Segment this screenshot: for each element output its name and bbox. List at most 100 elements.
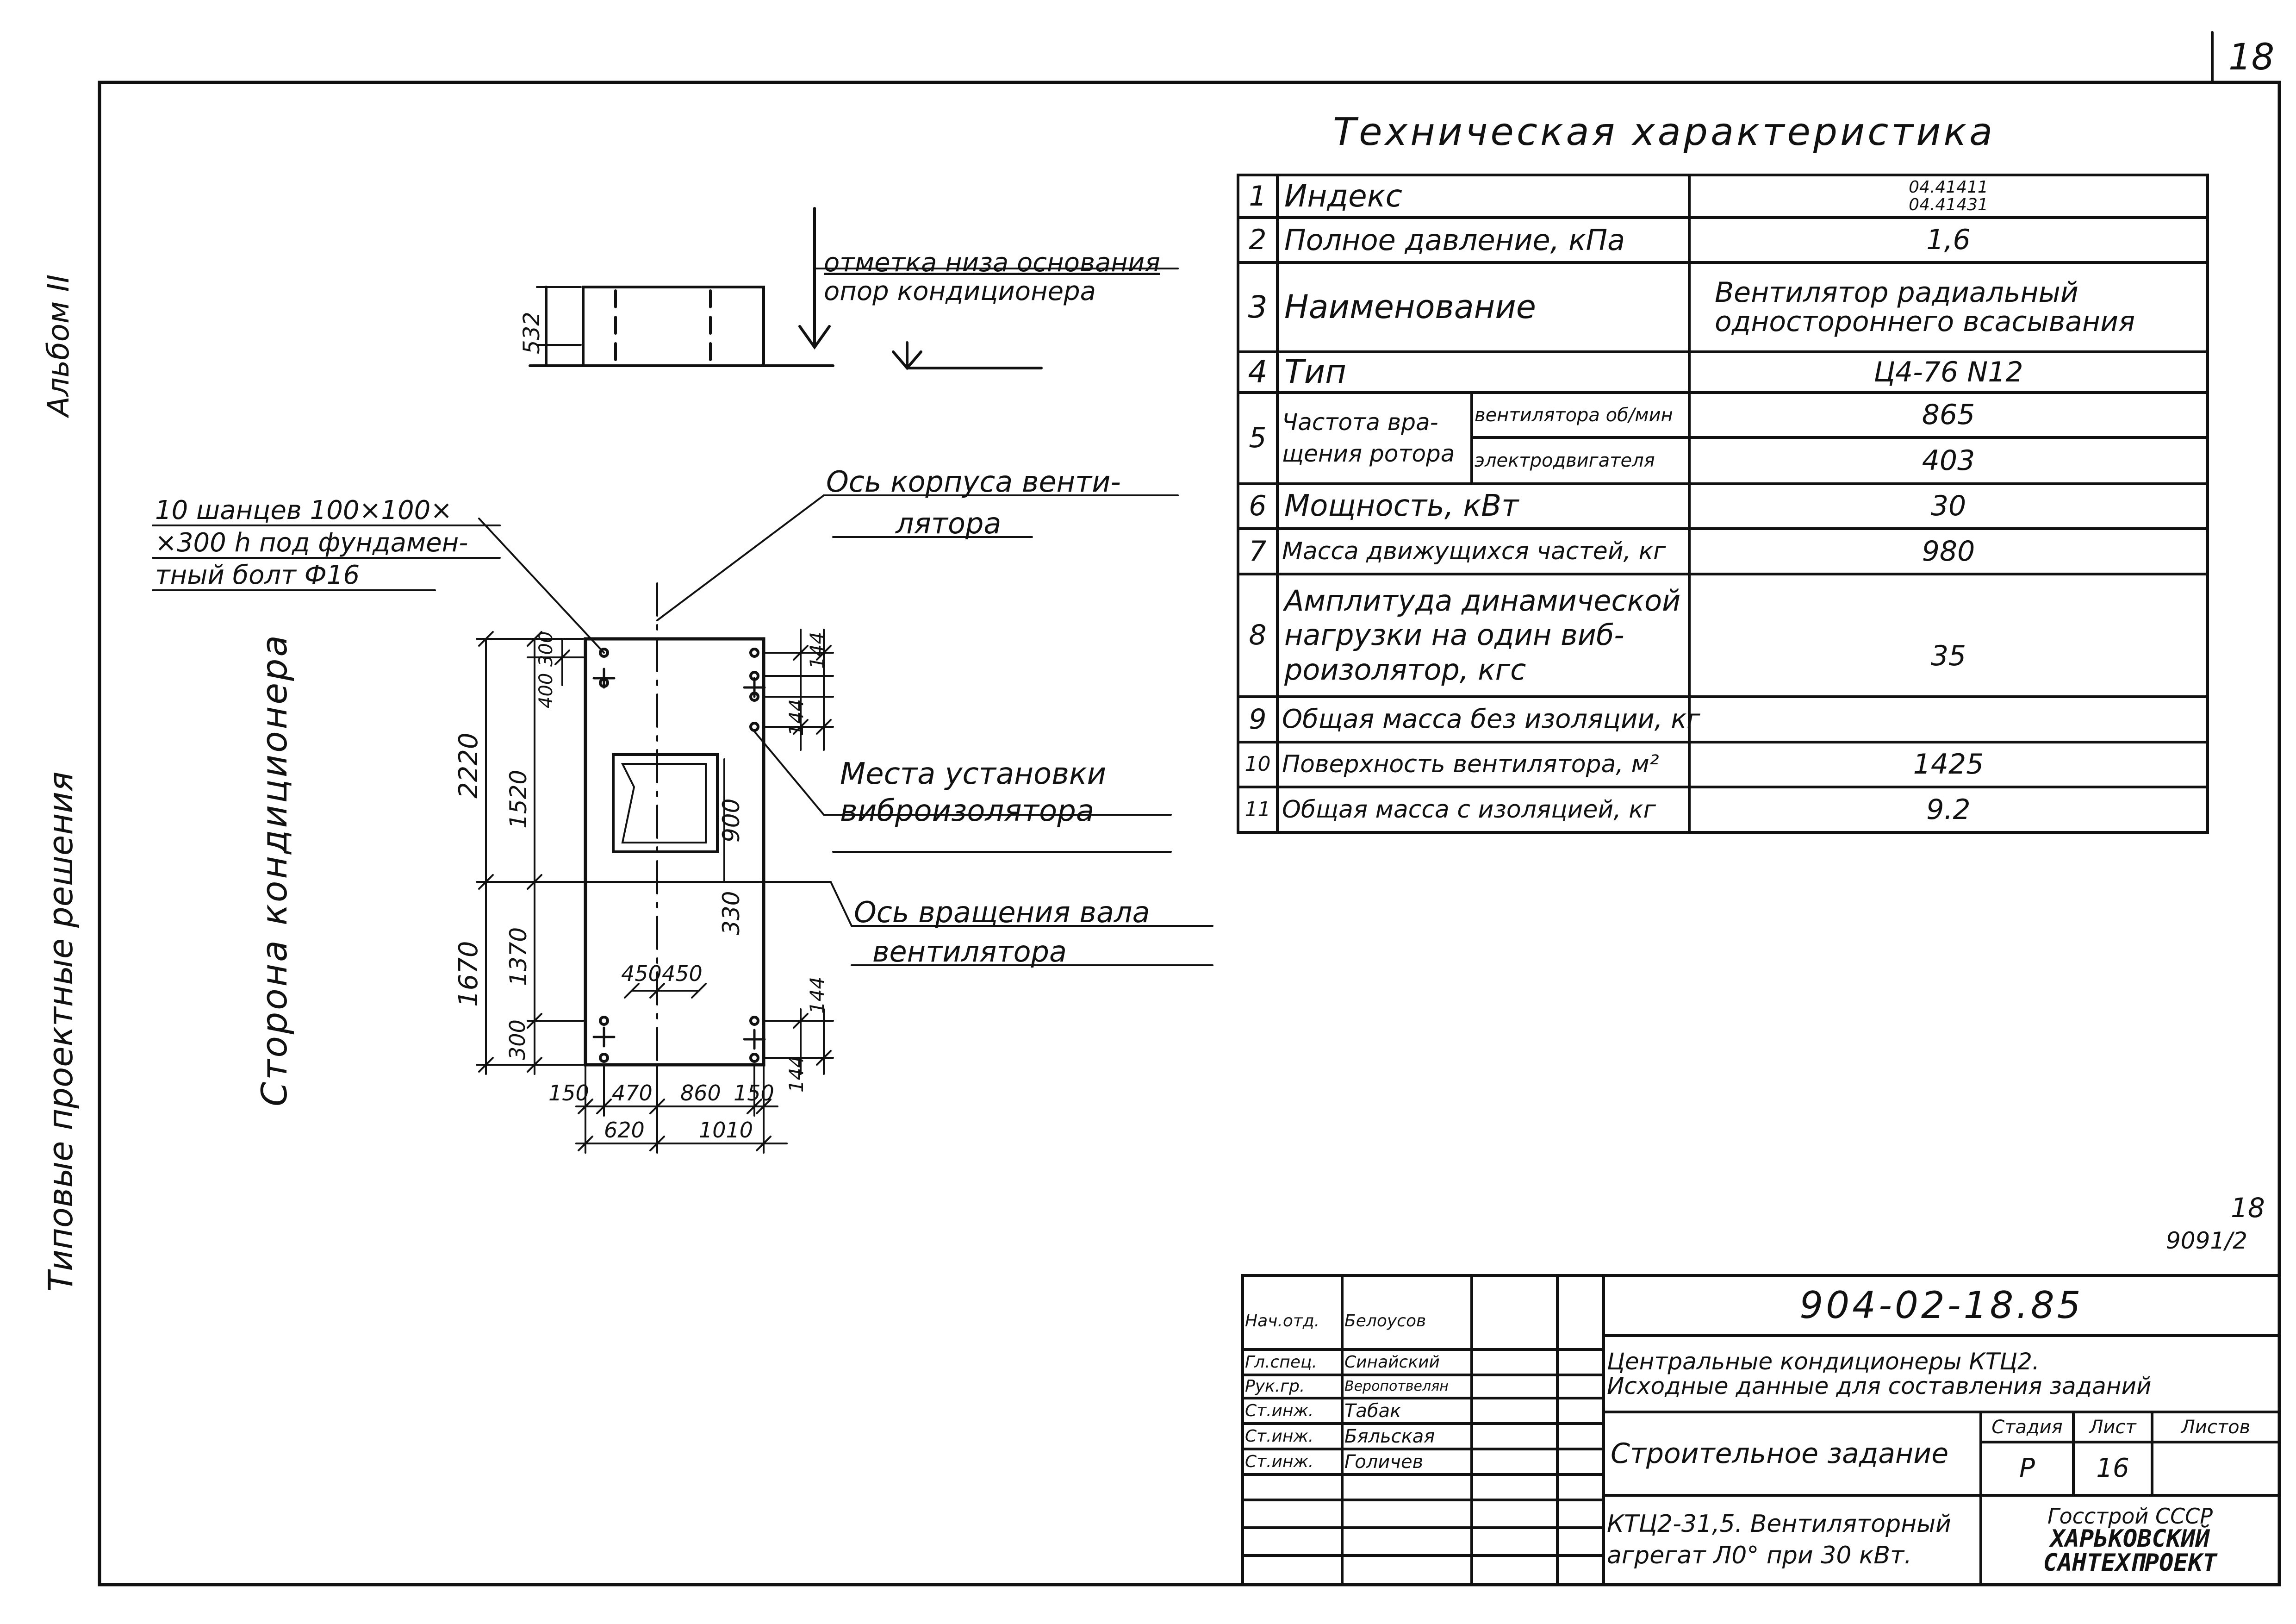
row-1-num: 1 [1249,180,1267,212]
album-label: Альбом II [42,274,76,417]
stamp-name-3: Веропотвелян [1344,1378,1449,1395]
note-axis-body-line1: Ось корпуса венти- [826,465,1121,499]
row-10-label: Поверхность вентилятора, м² [1282,750,1659,779]
dim-300-top: 300 [535,631,557,667]
row-5-num: 5 [1249,422,1267,454]
stamp-role-1: Нач.отд. [1245,1312,1320,1331]
value-line: 04.41411 [1909,178,1988,197]
org-line: Госстрой СССР [2047,1503,2213,1529]
note-anchors-line2: ×300 h под фундамен- [155,528,468,558]
dim-400: 400 [535,673,557,708]
row-10-value: 1425 [1913,748,1984,781]
stamp-name-1: Белоусов [1344,1312,1426,1331]
side-label: Сторона кондиционера [254,633,295,1106]
dim-1010: 1010 [699,1118,753,1143]
row-6-value: 30 [1930,490,1966,522]
row-3-value: Вентилятор радиальный одностороннего вса… [1715,262,2135,352]
stamp-name-6: Голичев [1344,1451,1424,1473]
stamp-stage-value: Р [2019,1453,2035,1484]
dim-900: 900 [718,798,745,843]
label-line: нагрузки на один виб- [1284,618,1624,652]
stamp-code: 904-02-18.85 [1799,1284,2084,1327]
label-line: Амплитуда динамической [1284,583,1681,618]
dim-860: 860 [680,1081,721,1106]
dim-450-b: 450 [662,961,703,986]
row-2-num: 2 [1249,224,1267,256]
page-number: 18 [2228,37,2275,78]
row-3-num: 3 [1248,289,1268,325]
label-line: щения ротора [1282,440,1455,467]
row-7-label: Масса движущихся частей, кг [1282,537,1666,565]
dim-144-c: 144 [806,976,828,1014]
stamp-doc-title: Строительное задание [1611,1437,1949,1470]
row-8-label: Амплитуда динамической нагрузки на один … [1284,574,1680,697]
row-11-value: 9.2 [1926,793,1971,826]
row-2-label: Полное давление, кПа [1284,223,1625,257]
stamp-name-5: Бяльская [1344,1425,1435,1447]
footnote-bottom: 9091/2 [2166,1227,2247,1254]
row-9-value [1689,697,2208,742]
row-1-value: 04.41411 04.41431 [1689,175,2208,218]
dim-1520: 1520 [505,769,532,829]
row-6-label: Мощность, кВт [1284,488,1519,523]
note-base-line1: отметка низа основания [824,248,1160,278]
sheet-frame [98,81,2281,1587]
dim-532: 532 [519,312,545,354]
row-10-num: 10 [1244,752,1271,776]
stamp-name-2: Синайский [1344,1352,1440,1372]
row-4-value: Ц4-76 N12 [1873,356,2023,388]
dim-144-d: 144 [785,1055,808,1093]
subtitle-line: агрегат Л0° при 30 кВт. [1607,1541,1912,1569]
stamp-sheet-value: 16 [2096,1453,2129,1484]
note-shaft-line1: Ось вращения вала [854,895,1150,929]
row-5-label: Частота вра- щения ротора [1282,393,1455,484]
tech-table-grid [1237,174,2209,834]
stamp-role-4: Ст.инж. [1245,1401,1314,1420]
stamp-role-3: Рук.гр. [1245,1377,1305,1396]
series-label: Типовые проектные решения [41,771,80,1292]
footnote-top: 18 [2231,1192,2265,1224]
row-9-label: Общая масса без изоляции, кг [1282,704,1700,734]
plan-view [152,494,1213,1154]
row-2-value: 1,6 [1926,224,1971,256]
dim-150-b: 150 [734,1081,774,1106]
row-5b-label: электродвигателя [1475,450,1655,471]
row-3-label: Наименование [1284,287,1536,326]
subtitle-line: КТЦ2-31,5. Вентиляторный [1607,1510,1951,1538]
dim-2220: 2220 [454,732,484,799]
dim-300-bottom: 300 [505,1019,530,1060]
stamp-sheet-header: Лист [2089,1416,2136,1438]
dim-450-a: 450 [621,961,662,986]
note-anchors-line3: тный болт Ф16 [155,560,360,590]
row-6-num: 6 [1249,490,1267,522]
stamp-stage-header: Стадия [1991,1416,2063,1438]
tech-table-title: Техническая характеристика [1333,110,1996,154]
base-elevation [529,207,1179,370]
value-line: 04.41431 [1909,195,1988,214]
stamp-title: Центральные кондиционеры КТЦ2. Исходные … [1607,1336,2152,1412]
stamp-role-5: Ст.инж. [1245,1426,1314,1446]
stamp-role-6: Ст.инж. [1245,1452,1314,1471]
stamp-grid [1241,1274,2281,1586]
row-9-num: 9 [1249,703,1267,736]
dim-1670: 1670 [454,941,484,1007]
row-5a-value: 865 [1922,399,1975,431]
row-5b-value: 403 [1922,444,1975,477]
row-4-label: Тип [1284,353,1347,391]
row-11-num: 11 [1244,797,1271,821]
label-line: роизолятор, кгс [1284,652,1526,687]
row-8-num: 8 [1249,619,1267,651]
dim-470: 470 [612,1081,653,1106]
note-anchors-line1: 10 шанцев 100×100× [155,495,453,525]
dim-1370: 1370 [505,927,532,986]
dim-620: 620 [604,1118,645,1143]
value-line: одностороннего всасывания [1715,305,2135,338]
note-axis-body-line2: лятора [896,506,1002,540]
stamp-organization: Госстрой СССР ХАРЬКОВСКИЙ САНТЕХПРОЕКТ [1981,1495,2279,1585]
org-line: САНТЕХПРОЕКТ [2043,1549,2217,1577]
dim-330: 330 [718,891,745,935]
dim-144-b: 144 [785,699,808,736]
row-7-value: 980 [1922,535,1975,568]
